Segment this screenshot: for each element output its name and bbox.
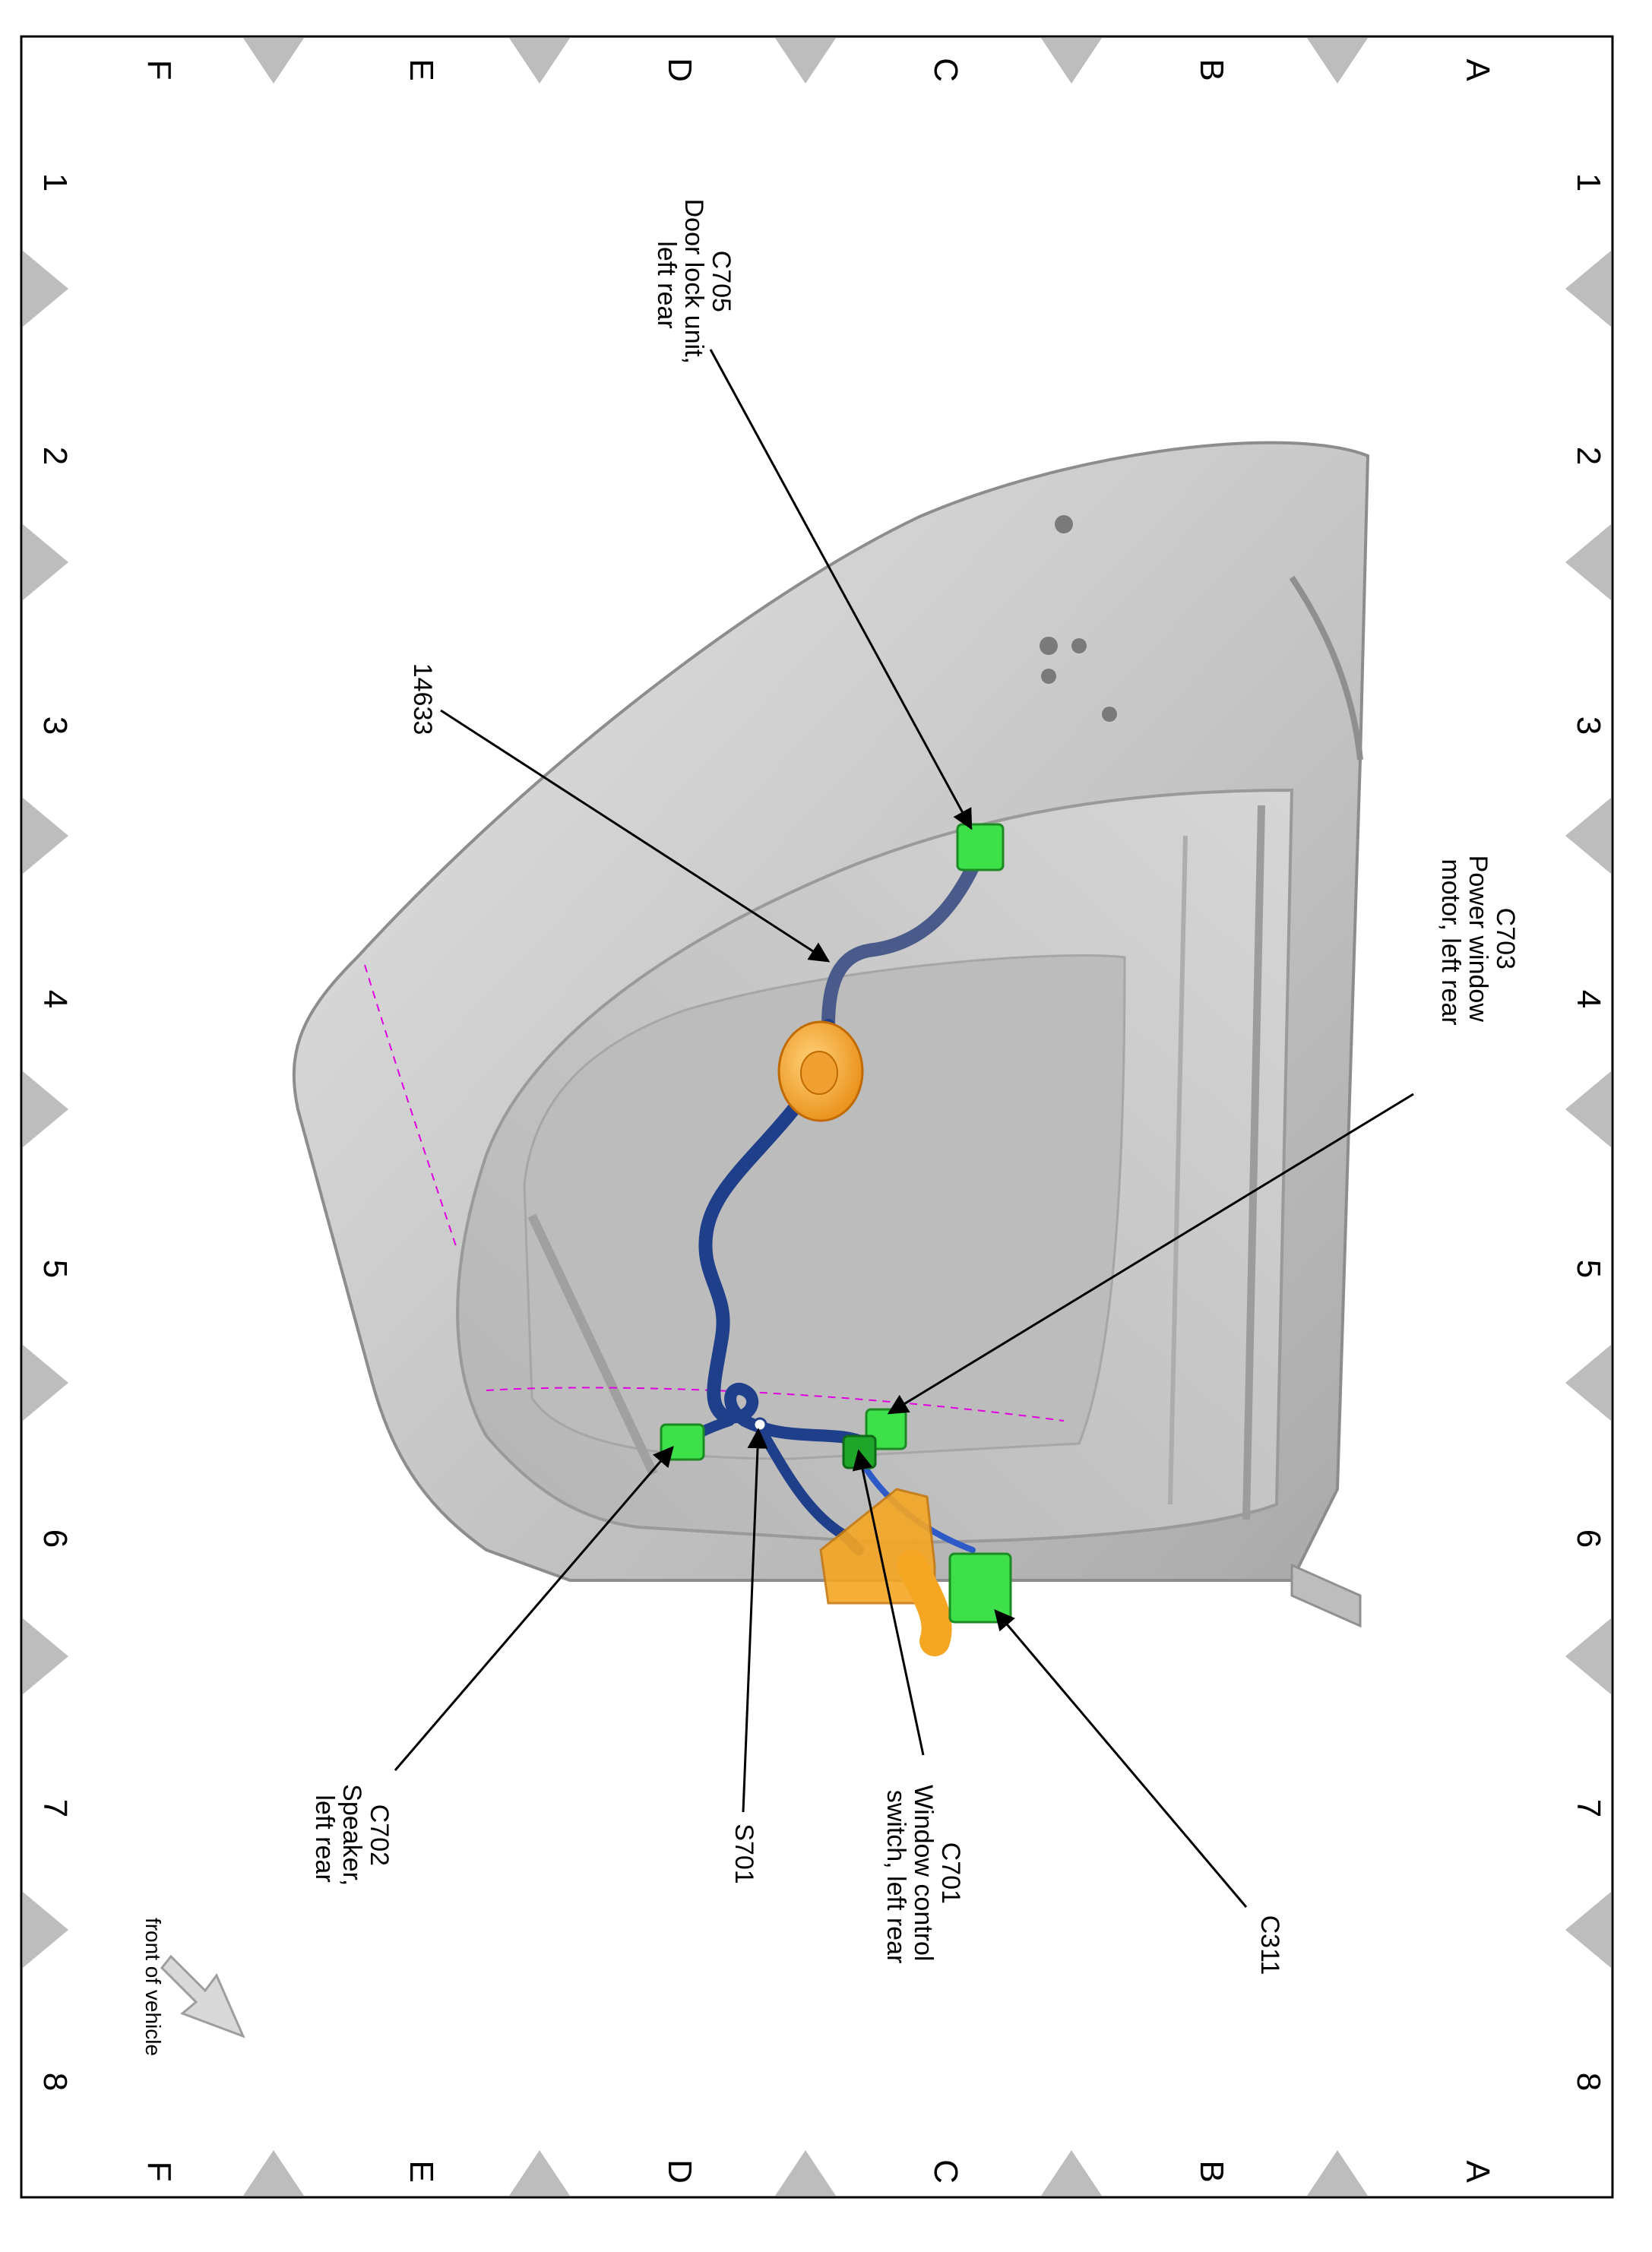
grommets [777,1020,952,1656]
grid-row-label: B [1193,59,1230,81]
svg-text:C311: C311 [1255,1915,1284,1975]
callout-line: switch, left rear [881,1790,910,1964]
grid-column-label: 1 [36,173,74,191]
callout-line: Speaker, [337,1784,366,1886]
grid-column-label: 2 [36,447,74,465]
door-hole [1102,707,1117,722]
callout-line: C701 [936,1842,965,1904]
leader-lines [394,349,1414,1908]
leader-s701 [742,1428,768,1813]
grid-column-labels-left: 1 2 3 4 5 6 7 8 [36,173,74,2091]
svg-text:C702 Speaker, left: C702 Speaker, left rear [310,1784,394,1893]
door-rib [1242,805,1265,1520]
grid-row-label: F [141,60,178,81]
grid-row-label: D [661,58,698,82]
grommet-tube [897,1550,952,1656]
connector-c311 [948,1552,1012,1624]
grid-row-label: A [1459,59,1496,81]
splice-s701 [752,1417,767,1432]
front-arrow-icon [160,1954,245,2039]
grid-column-label: 6 [36,1529,74,1548]
svg-text:C705 Door lock unit,: C705 Door lock unit, left rear [652,199,736,372]
callout-line: left rear [310,1795,339,1882]
grid-row-label: D [661,2159,698,2184]
svg-text:14633: 14633 [408,663,437,735]
grid-column-label: 3 [1570,716,1607,735]
callout-line: Window control [909,1785,938,1961]
grid-column-label: 2 [1570,447,1607,465]
border-triangles [23,38,1611,2196]
callout-line: left rear [652,241,681,328]
grid-row-label: E [403,2160,440,2182]
door-hole [1040,637,1058,655]
grommet-round-inner [800,1051,838,1095]
door-rib [527,1213,658,1476]
connector-c705 [956,823,1005,871]
grid-column-label: 4 [1570,990,1607,1008]
harness-branch-switch [755,1423,864,1555]
callout-line: motor, left rear [1436,859,1465,1025]
grid-column-label: 5 [36,1260,74,1278]
callout-line: C705 [707,251,736,312]
callout-line: C703 [1491,908,1520,969]
grid-row-labels-top: A B C D E F [141,58,1496,82]
callout-c705: C705 Door lock unit, left rear [652,199,736,372]
front-of-vehicle-label: front of vehicle [141,1918,165,2056]
door-hole [1071,638,1087,653]
callout-line: Door lock unit, [679,199,708,364]
grid-column-label: 8 [36,2073,74,2091]
callout-line: Power window [1464,856,1492,1023]
harness-branch-upper [821,844,987,1033]
leader-14633 [440,709,831,963]
door-hole [1041,669,1056,684]
leader-c702 [394,1445,674,1771]
door-hinge-edge [1289,575,1363,761]
reference-line [364,964,457,1247]
grid-column-label: 6 [1570,1529,1607,1548]
callout-line: C311 [1255,1915,1284,1975]
callout-c701: C701 Window control switch, left rear [881,1785,965,1969]
svg-text:C703 Power window: C703 Power window motor, left rear [1436,856,1520,1030]
grid-row-label: C [927,58,964,82]
door-rib [1168,835,1188,1505]
callout-c702: C702 Speaker, left rear [310,1784,394,1893]
door-access-opening [523,954,1126,1460]
grid-row-label: E [403,59,440,81]
grid-row-label: A [1459,2160,1496,2183]
door-hole [1055,515,1073,533]
leader-c703 [887,1093,1414,1415]
callout-line: C702 [365,1804,394,1866]
grid-column-label: 7 [36,1799,74,1817]
grid-row-label: C [927,2159,964,2184]
door-front-strip [1290,1563,1362,1628]
callout-c703: C703 Power window motor, left rear [1436,856,1520,1030]
diagram-frame [20,35,1614,2199]
grid-row-labels-bottom: A B C D E F [141,2159,1496,2184]
callout-line: S701 [729,1823,758,1884]
svg-text:S701: S701 [729,1823,758,1884]
leader-c705 [709,349,973,830]
callout-14633: 14633 [408,663,437,735]
grid-column-labels-right: 1 2 3 4 5 6 7 8 [1570,173,1607,2091]
callout-s701: S701 [729,1823,758,1884]
grid-column-label: 7 [1570,1799,1607,1817]
grid-column-label: 3 [36,716,74,735]
leader-c701 [852,1449,925,1756]
callout-c311: C311 [1255,1915,1284,1975]
grid-column-label: 5 [1570,1260,1607,1278]
leader-c311 [994,1608,1248,1908]
front-of-vehicle-indicator: front of vehicle [141,1918,245,2056]
callout-line: 14633 [408,663,437,735]
grid-column-label: 1 [1570,173,1607,191]
grid-column-label: 8 [1570,2073,1607,2091]
grid-column-label: 4 [36,990,74,1008]
harness-loop [720,1383,903,1450]
svg-text:C701 Window control: C701 Window control switch, left rear [881,1785,965,1969]
grid-row-label: F [141,2162,178,2182]
grid-row-label: B [1193,2160,1230,2182]
